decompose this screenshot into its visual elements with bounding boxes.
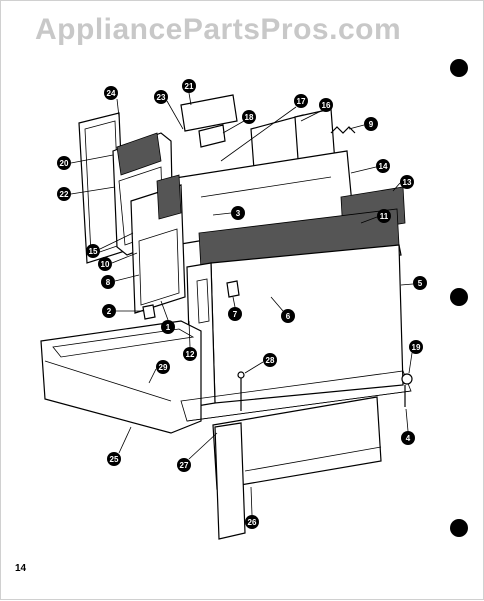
svg-text:14: 14 bbox=[379, 162, 388, 171]
svg-text:3: 3 bbox=[236, 209, 241, 218]
binder-hole-bottom bbox=[450, 519, 468, 537]
callout-8: 8 bbox=[101, 275, 115, 289]
callout-16: 16 bbox=[319, 98, 333, 112]
svg-text:11: 11 bbox=[380, 212, 389, 221]
callout-12: 12 bbox=[183, 347, 197, 361]
callout-25: 25 bbox=[107, 452, 121, 466]
screw-part bbox=[237, 371, 245, 411]
svg-text:17: 17 bbox=[297, 97, 306, 106]
front-panel bbox=[186, 244, 404, 408]
svg-text:7: 7 bbox=[233, 310, 238, 319]
side-bracket bbox=[130, 174, 186, 314]
callout-14: 14 bbox=[376, 159, 390, 173]
callout-2: 2 bbox=[102, 304, 116, 318]
callout-11: 11 bbox=[377, 209, 391, 223]
base-skirt bbox=[212, 396, 382, 540]
callout-4: 4 bbox=[401, 431, 415, 445]
spring-part bbox=[330, 126, 356, 134]
binder-hole-top bbox=[450, 59, 468, 77]
callout-9-top: 9 bbox=[364, 117, 378, 131]
binder-hole-middle bbox=[450, 288, 468, 306]
callout-21: 21 bbox=[182, 79, 196, 93]
svg-text:20: 20 bbox=[60, 159, 69, 168]
svg-text:13: 13 bbox=[403, 178, 412, 187]
svg-text:10: 10 bbox=[101, 260, 110, 269]
leveling-foot bbox=[401, 373, 413, 407]
svg-text:2: 2 bbox=[107, 307, 112, 316]
svg-text:6: 6 bbox=[286, 312, 291, 321]
callout-19: 19 bbox=[409, 340, 423, 354]
callout-6: 6 bbox=[281, 309, 295, 323]
svg-text:24: 24 bbox=[107, 89, 116, 98]
callout-22: 22 bbox=[57, 187, 71, 201]
svg-text:16: 16 bbox=[322, 101, 331, 110]
callout-10: 10 bbox=[98, 257, 112, 271]
base-tray bbox=[40, 320, 202, 434]
callout-26: 26 bbox=[245, 515, 259, 529]
svg-text:5: 5 bbox=[418, 279, 423, 288]
callout-20: 20 bbox=[57, 156, 71, 170]
callout-15: 15 bbox=[86, 244, 100, 258]
callout-27: 27 bbox=[177, 458, 191, 472]
callout-17: 17 bbox=[294, 94, 308, 108]
callout-13: 13 bbox=[400, 175, 414, 189]
svg-text:21: 21 bbox=[185, 82, 194, 91]
svg-text:9: 9 bbox=[369, 120, 374, 129]
clip-2-part bbox=[142, 304, 156, 320]
svg-text:4: 4 bbox=[406, 434, 411, 443]
callout-5: 5 bbox=[413, 276, 427, 290]
svg-text:15: 15 bbox=[89, 247, 98, 256]
watermark: AppliancePartsPros.com bbox=[35, 13, 402, 46]
svg-text:12: 12 bbox=[186, 350, 195, 359]
svg-text:25: 25 bbox=[110, 455, 119, 464]
callout-1: 1 bbox=[161, 320, 175, 334]
callout-24: 24 bbox=[104, 86, 118, 100]
callout-29: 29 bbox=[156, 360, 170, 374]
svg-text:23: 23 bbox=[157, 93, 166, 102]
page-number: 14 bbox=[15, 563, 27, 574]
svg-text:29: 29 bbox=[159, 363, 168, 372]
svg-text:22: 22 bbox=[60, 190, 69, 199]
callout-28: 28 bbox=[263, 353, 277, 367]
floor-panel bbox=[180, 370, 412, 422]
svg-text:19: 19 bbox=[412, 343, 421, 352]
svg-text:18: 18 bbox=[245, 113, 254, 122]
svg-text:28: 28 bbox=[266, 356, 275, 365]
callout-7: 7 bbox=[228, 307, 242, 321]
svg-text:8: 8 bbox=[106, 278, 111, 287]
callout-18: 18 bbox=[242, 110, 256, 124]
clip-part bbox=[226, 280, 240, 298]
svg-text:27: 27 bbox=[180, 461, 189, 470]
top-bracket bbox=[180, 94, 238, 148]
svg-text:26: 26 bbox=[248, 518, 257, 527]
callout-3: 3 bbox=[231, 206, 245, 220]
svg-text:1: 1 bbox=[166, 323, 171, 332]
callout-23: 23 bbox=[154, 90, 168, 104]
leader-lines bbox=[70, 92, 414, 516]
